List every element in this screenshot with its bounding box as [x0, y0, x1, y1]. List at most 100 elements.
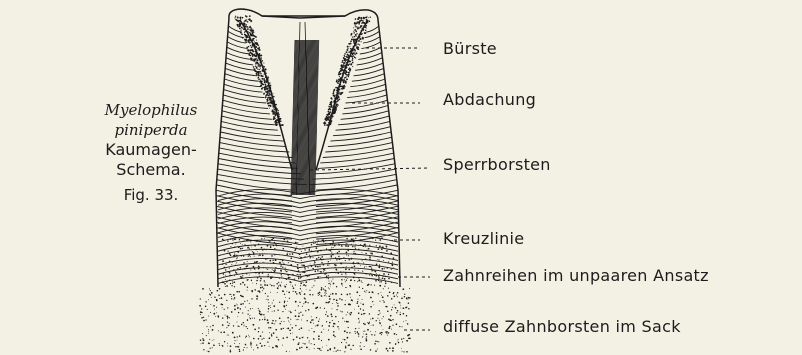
sack-dot — [396, 323, 398, 325]
tooth-dot — [341, 279, 343, 281]
sack-dot — [275, 329, 277, 331]
sack-dot — [315, 307, 317, 309]
tooth-dot — [274, 255, 275, 256]
brush-dot — [328, 114, 330, 116]
sack-dot — [299, 347, 301, 349]
sack-dot — [355, 328, 356, 329]
tooth-dot — [264, 238, 265, 239]
tooth-dot — [375, 275, 377, 277]
tooth-dot — [226, 281, 227, 282]
tooth-dot — [376, 273, 377, 274]
tooth-dot — [300, 276, 302, 278]
sack-dot — [337, 326, 338, 327]
brush-dot — [354, 50, 356, 52]
tooth-dot — [251, 247, 252, 248]
sack-dot — [254, 318, 255, 319]
tooth-dot — [346, 280, 347, 281]
sack-dot — [320, 307, 321, 308]
brush-dot — [238, 24, 240, 26]
tooth-dot — [307, 238, 308, 239]
sack-dot — [320, 350, 321, 351]
tooth-dot — [326, 278, 327, 279]
sack-dot — [362, 288, 363, 289]
sack-dot — [332, 320, 333, 321]
sack-dot — [402, 351, 403, 352]
sack-dot — [364, 346, 365, 347]
tooth-dot — [278, 286, 279, 287]
brush-dot — [356, 33, 357, 34]
sack-dot — [387, 335, 388, 336]
tooth-dot — [353, 241, 355, 243]
tooth-dot — [244, 268, 246, 270]
sack-dot — [284, 301, 286, 303]
sack-dot — [227, 345, 228, 346]
sack-dot — [396, 295, 397, 296]
sack-dot — [283, 321, 284, 322]
tooth-dot — [259, 276, 260, 277]
sack-dot — [306, 289, 307, 290]
tooth-dot — [341, 263, 342, 264]
sack-dot — [287, 301, 288, 302]
brush-dot — [357, 26, 358, 27]
sack-dot — [397, 310, 398, 311]
sack-dot — [297, 343, 299, 345]
sack-dot — [265, 293, 266, 294]
brush-dot — [343, 81, 345, 83]
brush-dot — [333, 91, 335, 93]
brush-dot — [360, 38, 362, 40]
tooth-dot — [308, 267, 309, 268]
sack-dot — [226, 327, 227, 328]
brush-dot — [255, 59, 256, 60]
sack-dot — [313, 323, 314, 324]
brush-dot — [344, 85, 345, 86]
sack-dot — [222, 324, 224, 326]
sack-dot — [295, 310, 296, 311]
tooth-dot — [299, 256, 300, 257]
tooth-dot — [247, 261, 248, 262]
tooth-dot — [332, 244, 333, 245]
tooth-dot — [241, 255, 242, 256]
tooth-dot — [280, 259, 281, 260]
sack-dot — [275, 324, 276, 325]
sack-dot — [358, 322, 359, 323]
tooth-dot — [260, 262, 261, 263]
brush-dot — [269, 108, 270, 109]
brush-dot — [250, 49, 251, 50]
sack-dot — [210, 348, 211, 349]
sack-dot — [305, 310, 306, 311]
sack-dot — [258, 327, 260, 329]
sack-dot — [223, 331, 225, 333]
tooth-dot — [312, 268, 313, 269]
sack-dot — [241, 324, 242, 325]
tooth-dot — [232, 281, 233, 282]
tooth-dot — [331, 281, 332, 282]
brush-dot — [247, 49, 248, 50]
brush-dot — [245, 24, 247, 26]
sack-dot — [349, 293, 351, 295]
sack-dot — [336, 299, 338, 301]
tooth-dot — [299, 253, 301, 255]
sack-dot — [395, 307, 396, 308]
tooth-dot — [362, 260, 363, 261]
sack-dot — [304, 343, 305, 344]
tooth-dot — [339, 245, 340, 246]
sack-dot — [221, 297, 223, 299]
tooth-dot — [321, 256, 323, 258]
sack-dot — [385, 331, 386, 332]
tooth-dot — [345, 272, 347, 274]
tooth-dot — [323, 241, 324, 242]
tooth-dot — [234, 286, 235, 287]
brush-dot — [273, 108, 274, 109]
brush-dot — [266, 94, 268, 96]
tooth-dot — [390, 252, 392, 254]
tooth-dot — [295, 248, 296, 249]
tooth-dot — [341, 245, 342, 246]
sack-dot — [345, 330, 346, 331]
sack-dot — [230, 350, 231, 351]
tooth-dot — [345, 274, 346, 275]
tooth-dot — [299, 248, 300, 249]
sack-dot — [210, 326, 211, 327]
sack-dot — [363, 334, 364, 335]
brush-dot — [275, 106, 276, 107]
tooth-dot — [224, 267, 225, 268]
